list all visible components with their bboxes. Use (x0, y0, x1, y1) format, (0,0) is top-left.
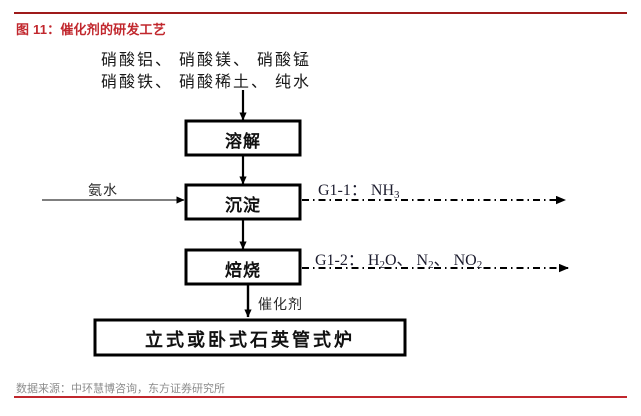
title-rule-top (14, 12, 627, 14)
source-rule-bottom (14, 396, 627, 398)
box-furnace (93, 318, 407, 357)
box-calcine (184, 248, 302, 286)
furnace-label: 立式或卧式石英管式炉 (145, 330, 355, 350)
offgas-label-g1-1: G1-1： NH3 (318, 176, 400, 201)
box-dissolve (184, 119, 302, 157)
stream-label-catalyst: 催化剂 (258, 298, 303, 313)
feed-materials-line-1: 硝酸铝、 硝酸镁、 硝酸锰 (101, 52, 312, 69)
step-label-calcine: 焙烧 (225, 261, 261, 280)
figure-title: 图 11：催化剂的研发工艺 (16, 22, 166, 37)
step-label-dissolve: 溶解 (225, 132, 261, 151)
offgas-label-g1-2: G1-2： H2O、 N2、 NO2 (315, 246, 483, 271)
feed-materials-line-2: 硝酸铁、 硝酸稀土、 纯水 (101, 74, 312, 91)
figure-source: 数据来源：中环慧博咨询，东方证券研究所 (16, 383, 225, 395)
offgas-code-g1-2: G1-2： (315, 252, 364, 269)
offgas-code-g1-1: G1-1： (318, 182, 367, 199)
offgas-species-g1-1: NH3 (370, 182, 400, 201)
step-label-precipitate: 沉淀 (225, 196, 261, 215)
input-label-ammonia: 氨水 (88, 184, 118, 199)
offgas-species-g1-2: H2O、 N2、 NO2 (367, 252, 483, 271)
